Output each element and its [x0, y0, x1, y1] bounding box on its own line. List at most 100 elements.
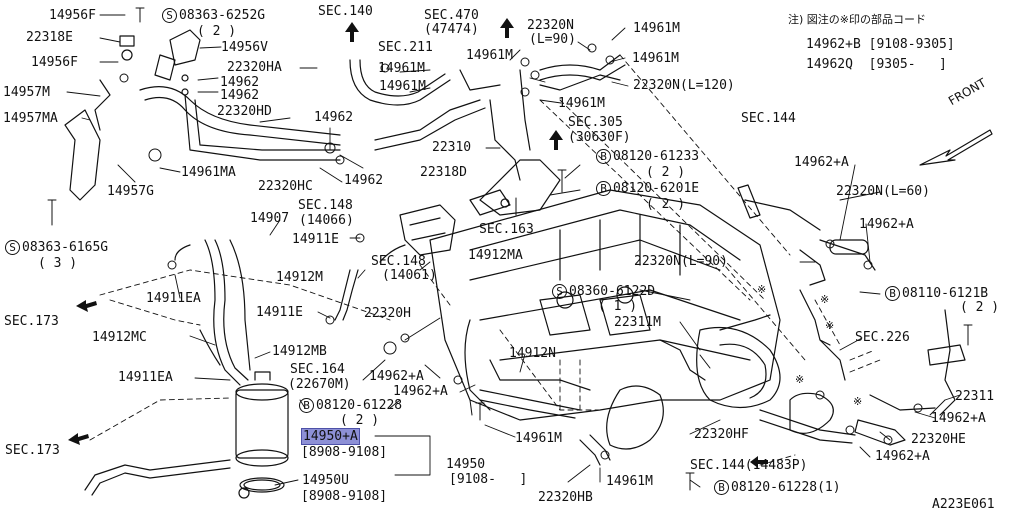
diagram-code: A223E061	[932, 497, 995, 511]
part-14912M[interactable]: 14912M	[276, 270, 323, 285]
part-22311[interactable]: 22311	[955, 389, 995, 404]
part-14956F[interactable]: 14956F	[49, 8, 96, 23]
part-22311M[interactable]: 22311M	[614, 315, 661, 330]
part-14961M-d[interactable]: 14961M	[633, 21, 680, 36]
evap-canister	[235, 371, 289, 499]
intake-manifold	[399, 159, 561, 256]
sec-173-a[interactable]: SEC.173	[4, 314, 59, 329]
part-14911EA-a[interactable]: 14911EA	[146, 291, 201, 306]
part-22318E[interactable]: 22318E	[26, 30, 73, 45]
part-14961M-c[interactable]: 14961M	[466, 48, 513, 63]
bolt-symbol: B	[885, 286, 900, 301]
part-22320HA[interactable]: 22320HA	[227, 60, 282, 75]
part-14961M-e[interactable]: 14961M	[632, 51, 679, 66]
star-marker: ※	[757, 283, 767, 296]
part-14911E-a[interactable]: 14911E	[292, 232, 339, 247]
part-14961M-a[interactable]: 14961M	[378, 61, 425, 76]
part-14961MA[interactable]: 14961MA	[181, 165, 236, 180]
part-14961M-h[interactable]: 14961M	[606, 474, 653, 489]
part-14962-d[interactable]: 14962	[344, 173, 384, 188]
part-14962A-e[interactable]: 14962+A	[931, 411, 986, 426]
bolt-symbol: B	[596, 149, 611, 164]
part-22310[interactable]: 22310	[432, 140, 472, 155]
part-14961M-g[interactable]: 14961M	[515, 431, 562, 446]
bolt-symbol: B	[299, 398, 314, 413]
part-14962A-a[interactable]: 14962+A	[794, 155, 849, 170]
part-14950U-range: [8908-9108]	[301, 489, 388, 504]
part-14961M-f[interactable]: 14961M	[558, 96, 605, 111]
part-22320HF[interactable]: 22320HF	[694, 427, 749, 442]
part-22320HB[interactable]: 22320HB	[538, 490, 593, 505]
part-14912MA[interactable]: 14912MA	[468, 248, 523, 263]
sec-305[interactable]: SEC.305	[568, 115, 623, 130]
part-14957MA[interactable]: 14957MA	[3, 111, 58, 126]
part-14911EA-b[interactable]: 14911EA	[118, 370, 173, 385]
part-14950A[interactable]: 14950+A	[301, 428, 360, 445]
part-14962-a[interactable]: 14962	[220, 75, 260, 90]
part-14912N[interactable]: 14912N	[509, 346, 556, 361]
part-14956F-2[interactable]: 14956F	[31, 55, 78, 70]
note-line-1: 注) 図注の※印の部品コード	[788, 13, 927, 26]
part-08363-6252G-qty: ( 2 )	[197, 24, 237, 39]
hoses-left	[84, 239, 406, 496]
sec-173-b[interactable]: SEC.173	[5, 443, 60, 458]
part-14950A-range: [8908-9108]	[301, 445, 388, 460]
part-08110-6121B-qty: ( 2 )	[960, 300, 1000, 315]
right-components	[737, 184, 966, 446]
star-marker: ※	[825, 319, 835, 332]
part-14957M[interactable]: 14957M	[3, 85, 50, 100]
sec-164-number: (22670M)	[288, 377, 351, 392]
part-22320N-a[interactable]: 22320N	[527, 18, 574, 33]
sec-164[interactable]: SEC.164	[290, 362, 345, 377]
part-22320HC[interactable]: 22320HC	[258, 179, 313, 194]
part-22320N-a-length: (L=90)	[529, 32, 576, 47]
sec-144-a[interactable]: SEC.144	[741, 111, 796, 126]
sec-148-b[interactable]: SEC.148	[371, 254, 426, 269]
part-14962-b[interactable]: 14962	[220, 88, 260, 103]
part-14957G[interactable]: 14957G	[107, 184, 154, 199]
hoses-upper-center	[349, 54, 626, 181]
part-22320N-b[interactable]: 22320N(L=120)	[633, 78, 735, 93]
part-22318D[interactable]: 22318D	[420, 165, 467, 180]
part-22320HE[interactable]: 22320HE	[911, 432, 966, 447]
part-14962A-f[interactable]: 14962+A	[875, 449, 930, 464]
sec-470[interactable]: SEC.470	[424, 8, 479, 23]
part-14961M-b[interactable]: 14961M	[379, 79, 426, 94]
sec-211[interactable]: SEC.211	[378, 40, 433, 55]
part-14950U[interactable]: 14950U	[302, 473, 349, 488]
part-14962-c[interactable]: 14962	[314, 110, 354, 125]
sec-148-a[interactable]: SEC.148	[298, 198, 353, 213]
part-22320H[interactable]: 22320H	[364, 306, 411, 321]
part-22320HD[interactable]: 22320HD	[217, 104, 272, 119]
part-22320N-d[interactable]: 22320N(L=90)	[634, 254, 728, 269]
part-14912MC[interactable]: 14912MC	[92, 330, 147, 345]
part-22320N-c[interactable]: 22320N(L=60)	[836, 184, 930, 199]
part-14962A-d[interactable]: 14962+A	[393, 384, 448, 399]
part-14912MB[interactable]: 14912MB	[272, 344, 327, 359]
part-14962A-b[interactable]: 14962+A	[859, 217, 914, 232]
hoses-lower-center	[464, 314, 936, 466]
sec-163[interactable]: SEC.163	[479, 222, 534, 237]
part-14911E-b[interactable]: 14911E	[256, 305, 303, 320]
screw-symbol: S	[5, 240, 20, 255]
sec-144-b[interactable]: SEC.144(14483P)	[690, 458, 808, 473]
part-08120-61228-qty: ( 2 )	[340, 413, 380, 428]
sec-148-a-number: (14066)	[299, 213, 354, 228]
part-14962A-c[interactable]: 14962+A	[369, 369, 424, 384]
part-14956V[interactable]: 14956V	[221, 40, 268, 55]
sec-226[interactable]: SEC.226	[855, 330, 910, 345]
sec-140[interactable]: SEC.140	[318, 4, 373, 19]
part-14950[interactable]: 14950	[446, 457, 486, 472]
screw-symbol: S	[552, 284, 567, 299]
part-14907[interactable]: 14907	[250, 211, 290, 226]
